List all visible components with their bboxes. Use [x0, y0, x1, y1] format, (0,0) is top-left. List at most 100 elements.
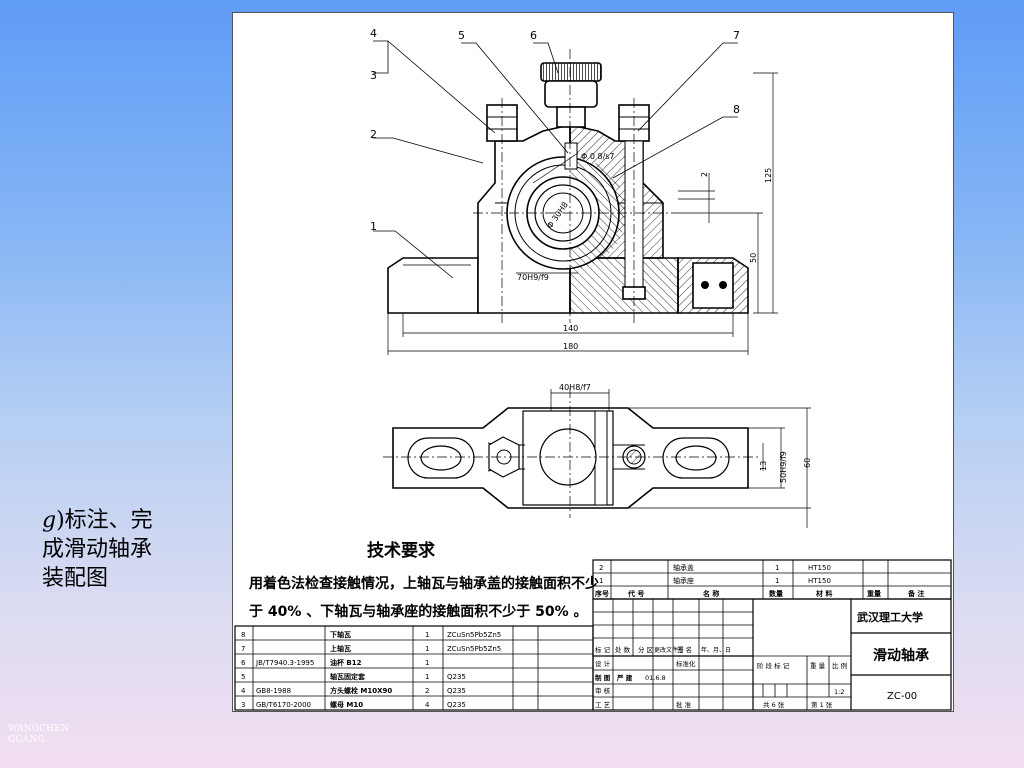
part-no: 6 — [241, 659, 246, 667]
tb-date: 01.6.8 — [645, 674, 666, 682]
tb-title: 滑动轴承 — [873, 647, 929, 664]
part-qty: 1 — [425, 659, 429, 667]
header-note: 备 注 — [907, 589, 924, 598]
part-no: 1 — [599, 577, 603, 585]
part-qty: 2 — [425, 687, 429, 695]
assembly-drawing: 4 3 2 1 5 6 7 8 140 180 70H9/f9 Φ 0 8/s7… — [234, 27, 952, 711]
balloon-5: 5 — [458, 29, 465, 42]
balloon-8: 8 — [733, 103, 740, 116]
dim-50: 50 — [749, 253, 758, 263]
tb-drafter-name: 严 建 — [616, 673, 633, 682]
dim-125: 125 — [764, 168, 773, 183]
part-name: 上轴瓦 — [330, 644, 351, 653]
dim-140: 140 — [563, 324, 578, 333]
header-material: 材 料 — [815, 589, 832, 598]
part-qty: 1 — [425, 673, 429, 681]
tb-designer: 设 计 — [595, 659, 611, 668]
part-qty: 1 — [425, 631, 429, 639]
tb-standard: 标准化 — [676, 659, 696, 668]
balloon-7: 7 — [733, 29, 740, 42]
tb-count: 处 数 — [615, 645, 631, 654]
header-name: 名 称 — [703, 589, 719, 598]
balloon-4: 4 — [370, 27, 377, 40]
tb-mark: 标 记 — [595, 645, 611, 654]
watermark-line2: GGANG — [8, 735, 45, 745]
dim-2: 2 — [700, 172, 709, 177]
part-material: HT150 — [808, 564, 831, 572]
tb-weight: 重 量 — [810, 662, 826, 670]
dim-60: 60 — [803, 458, 812, 468]
part-name: 轴承盖 — [673, 563, 694, 572]
watermark-line1: WANGCHEN — [8, 724, 70, 734]
part-name: 轴承座 — [673, 576, 694, 585]
part-no: 3 — [241, 701, 245, 709]
tb-code: ZC-00 — [887, 691, 917, 702]
part-no: 7 — [241, 645, 245, 653]
tb-approve: 批 准 — [676, 700, 692, 709]
tb-drafter: 制 图 — [595, 673, 611, 682]
part-no: 4 — [241, 687, 246, 695]
parts-list-lower — [234, 625, 594, 711]
tb-scale: 1:2 — [834, 688, 844, 696]
header-qty: 数量 — [769, 589, 783, 598]
part-qty: 1 — [775, 564, 779, 572]
part-name: 方头螺栓 M10X90 — [330, 686, 392, 695]
dim-40h8: 40H8/f7 — [559, 383, 591, 392]
title-block — [592, 598, 952, 711]
part-material: ZCuSn5Pb5Zn5 — [447, 631, 501, 639]
header-code: 代 号 — [627, 589, 644, 598]
part-qty: 1 — [775, 577, 779, 585]
drawing-sheet: 4 3 2 1 5 6 7 8 140 180 70H9/f9 Φ 0 8/s7… — [232, 12, 954, 712]
caption-line3: 装配图 — [42, 566, 109, 591]
top-view — [383, 388, 758, 518]
tb-scale-label: 比 例 — [832, 661, 847, 670]
tb-sign: 签 名 — [677, 645, 692, 654]
dim-180: 180 — [563, 342, 578, 351]
part-qty: 1 — [425, 645, 429, 653]
tb-sheets: 共 6 张 — [763, 700, 785, 709]
part-no: 5 — [241, 673, 245, 681]
part-material: Q235 — [447, 673, 466, 681]
balloon-1: 1 — [370, 220, 377, 233]
front-view — [387, 49, 749, 323]
part-code: JB/T7940.3-1995 — [255, 659, 314, 667]
top-dim-text: 40H8/f7 13 50H9/f9 60 — [559, 383, 812, 483]
part-material: Q235 — [447, 687, 466, 695]
balloon-3: 3 — [370, 69, 377, 82]
part-no: 8 — [241, 631, 245, 639]
header-weight: 重量 — [867, 589, 881, 598]
balloon-leaders — [373, 40, 738, 279]
tech-req-line1: 用着色法检查接触情况，上轴瓦与轴承盖的接触面积不少 — [249, 575, 599, 592]
tb-school: 武汉理工大学 — [857, 610, 923, 624]
dim-50h9: 50H9/f9 — [779, 451, 788, 483]
tb-date-col: 年、月、日 — [701, 646, 731, 654]
caption-line2: 成滑动轴承 — [42, 537, 153, 562]
tb-change-doc: 更改文件号 — [654, 646, 684, 654]
caption-line1: )标注、完 — [56, 508, 153, 533]
part-material: Q235 — [447, 701, 466, 709]
header-no: 序号 — [594, 589, 609, 598]
tb-process: 工 艺 — [595, 701, 611, 709]
tb-stage: 阶 段 标 记 — [757, 661, 790, 670]
balloon-numbers: 4 3 2 1 5 6 7 8 — [370, 27, 740, 233]
title-block-text: 标 记 处 数 分 区 更改文件号 签 名 年、月、日 设 计 标准化 制 图 … — [595, 610, 929, 709]
caption-letter: g — [42, 508, 57, 533]
part-material: ZCuSn5Pb5Zn5 — [447, 645, 501, 653]
part-code: GB/T6170-2000 — [256, 701, 311, 709]
part-name: 轴瓦固定套 — [330, 672, 366, 681]
top-dimensions — [550, 389, 811, 528]
part-qty: 4 — [425, 701, 430, 709]
tech-req-title: 技术要求 — [367, 540, 435, 561]
part-name: 螺母 M10 — [330, 700, 363, 709]
balloon-2: 2 — [370, 128, 377, 141]
tb-zone: 分 区 — [638, 645, 654, 654]
tech-req-line2: 于 40% 、下轴瓦与轴承座的接触面积不少于 50% 。 — [249, 603, 588, 620]
dim-13: 13 — [759, 461, 768, 471]
part-name: 下轴瓦 — [330, 630, 351, 639]
dim-oil-cup: Φ 0 8/s7 — [581, 152, 615, 161]
tb-sheet-no: 第 1 张 — [811, 700, 833, 709]
watermark: WANGCHEN GGANG — [8, 724, 69, 746]
dim-70h9: 70H9/f9 — [517, 273, 549, 282]
part-no: 2 — [599, 564, 603, 572]
tb-checker: 审 核 — [595, 686, 611, 695]
